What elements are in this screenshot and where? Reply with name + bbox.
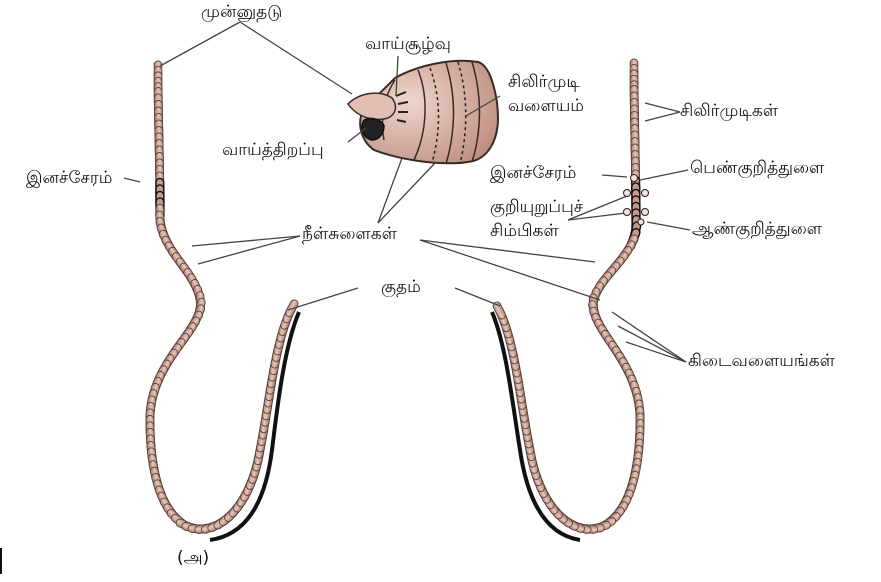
label-anus: குதம் [381, 277, 421, 297]
label-setae: சிலிர்முடிகள் [680, 101, 778, 121]
label-clitellum-right: இனச்சேரம் [490, 163, 576, 183]
right-earthworm [492, 59, 645, 540]
caption: (அ) [177, 548, 209, 568]
label-setae-ring: சிலிர்முடி வளையம் [508, 70, 584, 118]
label-female-pore: பெண்குறித்துளை [690, 158, 824, 178]
edge-mark [0, 548, 2, 574]
label-clitellum-left: இனச்சேரம் [26, 168, 112, 188]
label-male-pore: ஆண்குறித்துளை [692, 219, 822, 239]
enlarged-head [348, 61, 498, 164]
label-peristomium: வாய்சூழ்வு [365, 34, 451, 54]
label-segments: கிடைவளையங்கள் [688, 351, 835, 371]
label-mouth: வாய்த்திறப்பு [222, 140, 324, 160]
body-shadow [210, 312, 299, 540]
body-shadow [492, 312, 580, 540]
left-earthworm [146, 61, 300, 540]
label-genital-papillae: குறியுறுப்புச் சிம்பிகள் [490, 195, 583, 243]
label-prostomium: முன்னுதடு [201, 2, 282, 22]
label-nephridiopores: நீள்சுளைகள் [302, 224, 397, 244]
